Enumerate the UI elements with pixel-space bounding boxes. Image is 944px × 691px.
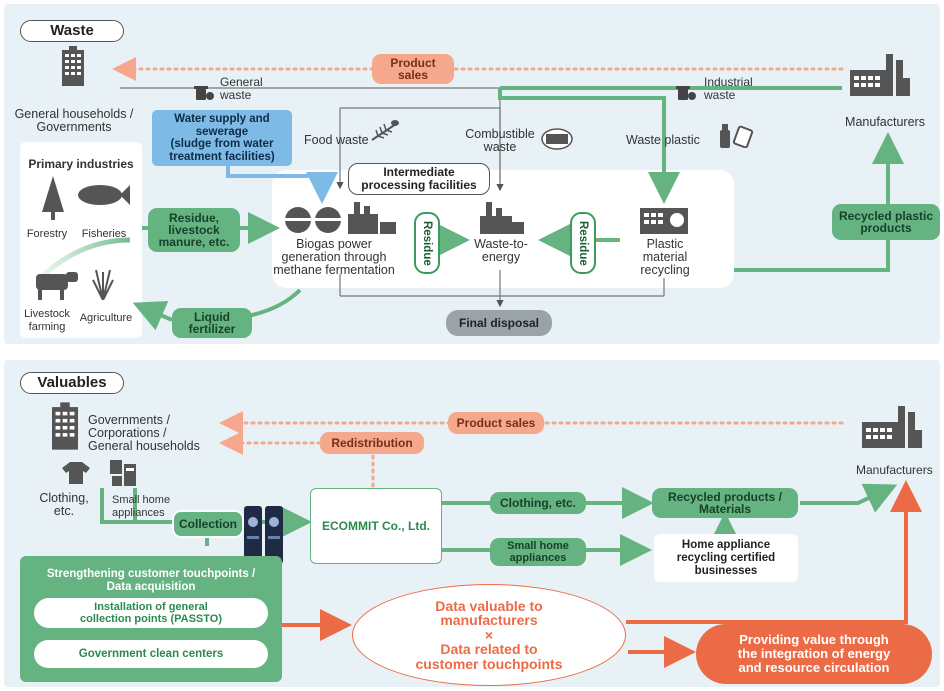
combustible-waste-label: Combustible waste xyxy=(465,127,535,154)
fish-bone-icon xyxy=(370,118,400,146)
residue-label: Residue xyxy=(577,220,589,266)
intermediate-processing-label: Intermediate processing facilities xyxy=(361,165,477,192)
passto-label: Installation of general collection point… xyxy=(80,601,222,625)
providing-value-label: Providing value through the integration … xyxy=(737,632,891,675)
home-appliance-label: Home appliance recycling certified busin… xyxy=(676,538,776,577)
manufacturers-label: Manufacturers xyxy=(845,115,925,129)
passto-box: Installation of general collection point… xyxy=(34,598,268,628)
ecommit-box: ECOMMIT Co., Ltd. xyxy=(310,488,442,564)
ecommit-label: ECOMMIT Co., Ltd. xyxy=(322,519,430,533)
waste-title: Waste xyxy=(20,20,124,42)
final-disposal-pill: Final disposal xyxy=(446,310,552,336)
fisheries-label: Fisheries xyxy=(81,228,127,240)
small-appliances-pill: Small home appliances xyxy=(490,538,586,566)
biogas-label: Biogas power generation through methane … xyxy=(273,237,395,277)
factory-icon xyxy=(850,50,910,96)
recycled-products-pill: Recycled products / Materials xyxy=(652,488,798,518)
trash-icon xyxy=(194,84,214,102)
waste-to-energy-icon xyxy=(480,202,524,234)
general-waste-label: General waste xyxy=(220,75,263,102)
tree-icon xyxy=(42,176,64,220)
fish-icon xyxy=(76,182,130,208)
product-sales-pill: Product sales xyxy=(448,412,544,434)
governments-label: Governments / Corporations / General hou… xyxy=(88,413,200,453)
liquid-fertilizer-pill: Liquid fertilizer xyxy=(172,308,252,338)
water-supply-box: Water supply and sewerage (sludge from w… xyxy=(152,110,292,166)
residue-livestock-pill: Residue, livestock manure, etc. xyxy=(148,208,240,252)
small-appliances-label: Small home appliances xyxy=(112,494,171,519)
general-households-label: General households / Governments xyxy=(14,107,134,134)
clothing-label: Clothing, etc. xyxy=(39,491,89,518)
data-valuable-label: Data valuable to manufacturers × Data re… xyxy=(415,597,563,672)
cow-icon xyxy=(32,270,78,300)
residue-label: Residue xyxy=(421,220,433,266)
residue-tag: Residue xyxy=(414,212,440,274)
collection-box-icon xyxy=(244,506,284,564)
water-supply-label: Water supply and sewerage (sludge from w… xyxy=(169,113,275,163)
plastic-recycling-label: Plastic material recycling xyxy=(640,237,690,277)
agriculture-label: Agriculture xyxy=(79,312,133,324)
redistribution-pill: Redistribution xyxy=(320,432,424,454)
clean-centers-label: Government clean centers xyxy=(78,648,224,660)
providing-value-box: Providing value through the integration … xyxy=(696,624,932,684)
home-appliance-box: Home appliance recycling certified busin… xyxy=(654,534,798,582)
data-valuable-ellipse: Data valuable to manufacturers × Data re… xyxy=(352,584,626,686)
livestock-farming-label: Livestock farming xyxy=(24,308,70,333)
tshirt-icon xyxy=(62,462,90,484)
collection-pill: Collection xyxy=(172,510,244,538)
building-icon xyxy=(62,46,84,86)
biogas-plant-icon xyxy=(284,200,396,234)
primary-industries-label: Primary industries xyxy=(28,157,134,171)
industrial-waste-label: Industrial waste xyxy=(704,75,753,102)
clothing-pill: Clothing, etc. xyxy=(490,492,586,514)
recycling-plant-icon xyxy=(640,204,688,234)
manufacturers-label: Manufacturers xyxy=(856,463,933,477)
rice-icon xyxy=(92,266,114,300)
building-icon xyxy=(52,402,78,450)
waste-to-energy-label: Waste-to- energy xyxy=(474,237,528,264)
food-waste-label: Food waste xyxy=(304,133,369,147)
recycled-plastic-pill: Recycled plastic products xyxy=(832,204,940,240)
waste-plastic-label: Waste plastic xyxy=(626,133,700,147)
clean-centers-box: Government clean centers xyxy=(34,640,268,668)
intermediate-processing-box: Intermediate processing facilities xyxy=(348,163,490,195)
residue-tag: Residue xyxy=(570,212,596,274)
appliance-icon xyxy=(110,460,136,486)
forestry-label: Forestry xyxy=(26,228,68,240)
trash-icon xyxy=(676,84,696,102)
plastic-bottle-icon xyxy=(716,122,754,148)
touchpoints-title: Strengthening customer touchpoints / Dat… xyxy=(46,568,256,593)
product-sales-pill: Product sales xyxy=(372,54,454,84)
factory-icon xyxy=(862,402,922,448)
trash-bag-icon xyxy=(540,124,574,150)
valuables-title: Valuables xyxy=(20,372,124,394)
